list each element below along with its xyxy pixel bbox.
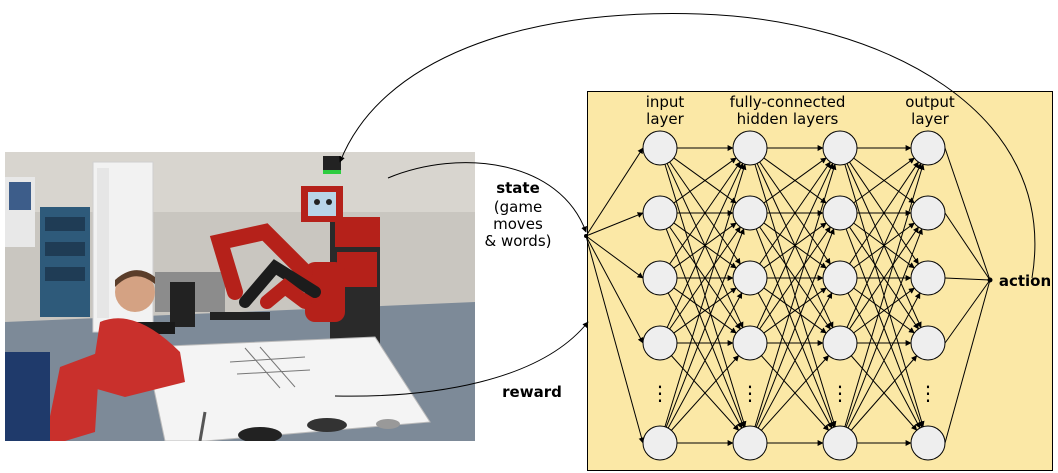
output-neuron — [910, 195, 946, 231]
layer-edge — [847, 292, 921, 429]
layer-edge — [850, 355, 918, 431]
layer-edge — [853, 157, 915, 204]
game-table — [144, 336, 431, 441]
input-neuron — [642, 260, 678, 296]
input-edge — [585, 147, 644, 237]
network-neurons: ⋮ ⋮ ⋮ ⋮ — [584, 130, 993, 461]
output-edge — [944, 279, 991, 344]
input-neuron — [642, 325, 678, 361]
output-edge — [944, 147, 991, 281]
output-neuron — [910, 325, 946, 361]
layer-edge — [763, 287, 827, 334]
layer-edge — [849, 226, 919, 330]
layer-edge — [845, 228, 923, 428]
layer-edge — [669, 226, 741, 330]
input-neuron — [642, 195, 678, 231]
ellipsis-icon: ⋮ — [650, 381, 670, 405]
layer-edge — [673, 157, 737, 204]
layer-edge — [756, 162, 834, 328]
layer-edge — [755, 228, 835, 428]
layer-edge — [844, 163, 925, 427]
layer-edge — [666, 162, 744, 328]
flow-arrows — [334, 13, 1036, 397]
hidden-neuron — [822, 325, 858, 361]
action-label: action — [998, 272, 1052, 290]
input-neuron — [642, 130, 678, 166]
output-layer-title: output layer — [905, 93, 955, 128]
layer-edge — [754, 163, 837, 427]
layer-edge — [757, 292, 833, 429]
network-edges — [585, 145, 991, 446]
layer-edge — [664, 163, 747, 427]
layer-edge — [849, 161, 919, 265]
output-neuron — [910, 130, 946, 166]
photo-illustration — [5, 152, 475, 441]
ellipsis-icon: ⋮ — [740, 381, 760, 405]
input-hub — [584, 234, 588, 238]
layer-edge — [759, 226, 831, 330]
hidden-neuron — [822, 425, 858, 461]
layer-edge — [759, 161, 831, 265]
layer-edge — [671, 355, 740, 431]
hidden-neuron — [732, 130, 768, 166]
input-layer-title: input layer — [645, 93, 685, 128]
input-edge — [585, 235, 644, 279]
robot-human-game-photo — [5, 152, 475, 441]
hidden-neuron — [822, 195, 858, 231]
state-label: state — [496, 179, 540, 197]
layer-edge — [673, 287, 737, 334]
hidden-neuron — [822, 260, 858, 296]
output-neuron — [910, 425, 946, 461]
ellipsis-icon: ⋮ — [830, 381, 850, 405]
reward-arrow — [334, 321, 589, 397]
hidden-layers-title: fully-connected hidden layers — [729, 93, 846, 128]
output-edge — [944, 279, 991, 444]
layer-edge — [667, 292, 743, 429]
hidden-neuron — [732, 195, 768, 231]
input-edge — [585, 235, 645, 444]
chair — [5, 352, 50, 441]
ellipsis-icon: ⋮ — [918, 381, 938, 405]
input-edge — [585, 212, 644, 237]
reward-label: reward — [502, 383, 562, 401]
output-edge — [944, 212, 991, 281]
person-head — [115, 272, 155, 312]
person-red-shirt — [90, 318, 185, 397]
layer-edge — [763, 157, 827, 204]
layer-edge — [665, 228, 745, 428]
output-edge — [944, 277, 991, 281]
hidden-neuron — [822, 130, 858, 166]
action-arrow — [339, 13, 1036, 279]
hidden-neuron — [732, 325, 768, 361]
state-detail-label: (game moves & words) — [484, 198, 552, 250]
hidden-neuron — [732, 260, 768, 296]
layer-edge — [853, 287, 915, 334]
hidden-neuron — [732, 425, 768, 461]
layer-edge — [846, 162, 922, 328]
output-neuron — [910, 260, 946, 296]
robot-arm-left — [209, 223, 313, 300]
input-neuron — [642, 425, 678, 461]
state-arrow — [387, 162, 587, 233]
layer-edge — [669, 161, 741, 265]
action-hub — [987, 277, 993, 283]
layer-edge — [761, 355, 830, 431]
input-edge — [585, 235, 644, 344]
robot-arm-right — [260, 278, 312, 309]
